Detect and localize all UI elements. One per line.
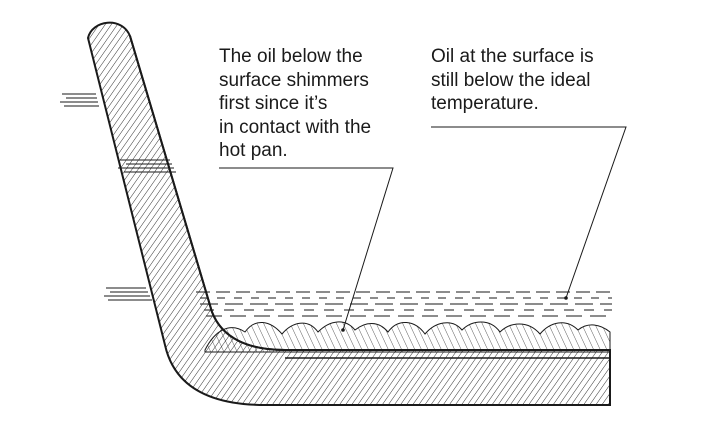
pan-inner-edge [129,35,610,351]
annotation-right-line: still below the ideal [431,69,591,91]
leader-dot-right [564,296,568,300]
annotation-left-line: first since it’s [219,93,328,114]
shimmer-layer [204,321,611,353]
leader-line-left [219,167,394,331]
annotation-right-line: temperature. [431,93,539,114]
annotation-below-surface: The oil below the surface shimmers first… [219,45,371,163]
annotation-left-line: in contact with the [219,116,372,138]
annotation-left-line: hot pan. [219,140,288,161]
annotation-left-line: The oil below the [219,46,363,67]
annotation-left-line: surface shimmers [219,69,369,91]
leader-dot-left [341,328,345,332]
leader-line-right [431,126,627,299]
annotation-surface: Oil at the surface is still below the id… [431,45,594,116]
annotation-right-line: Oil at the surface is [431,46,594,67]
